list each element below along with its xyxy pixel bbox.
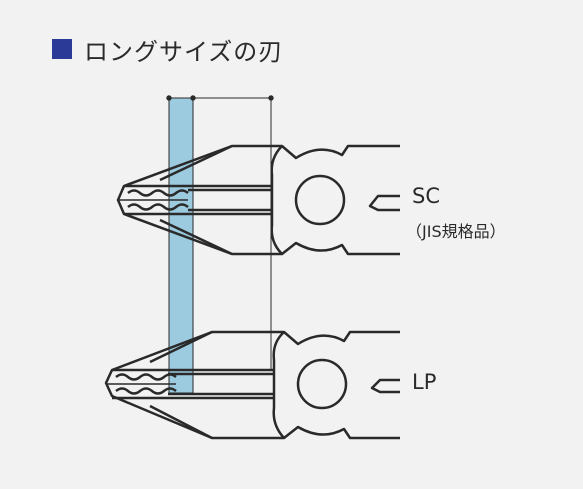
title-text: ロングサイズの刃 — [84, 37, 284, 66]
label-sc: SC — [412, 184, 440, 208]
label-lp: LP — [412, 370, 437, 394]
sc-pliers — [116, 144, 400, 256]
lp-pliers — [104, 330, 400, 440]
section-title: ロングサイズの刃 — [52, 35, 283, 66]
highlight-band — [168, 97, 194, 394]
title-square-icon — [52, 39, 72, 59]
label-sc-sub: （JIS規格品） — [406, 222, 506, 241]
